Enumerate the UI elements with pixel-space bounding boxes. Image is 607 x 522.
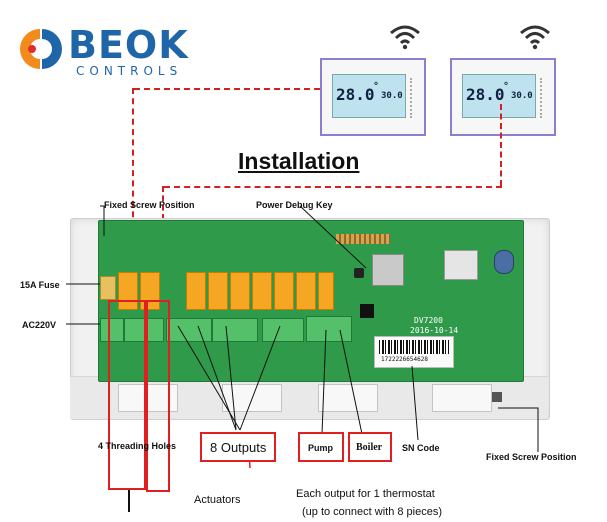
small-chip [360, 304, 374, 318]
label-fixed-screw-top: Fixed Screw Position [104, 200, 195, 210]
fuse [100, 276, 116, 300]
relay [230, 272, 250, 310]
knockout-slot [432, 384, 492, 412]
label-fuse: 15A Fuse [20, 280, 60, 290]
pump-box: Pump [298, 432, 344, 462]
terminal-block-ac [100, 318, 124, 342]
board-model: DV7200 [414, 316, 443, 325]
page-title: Installation [238, 148, 360, 174]
highlight-actuator-terminal [146, 300, 170, 492]
label-ac220v: AC220V [22, 320, 57, 330]
thermostat-unit: ° [503, 81, 510, 92]
label-sn-code: SN Code [402, 443, 440, 453]
label-each-output-line1: Each output for 1 thermostat [296, 488, 435, 500]
thermostat-temp: 28.0 [336, 85, 375, 104]
thermostat-1: 28.0 ° 30.0 [320, 58, 426, 136]
label-actuators: Actuators [194, 494, 241, 506]
thermostat2-wire-drop [162, 186, 164, 248]
highlight-ac-terminal [108, 300, 146, 490]
boiler-box: Boiler [348, 432, 392, 462]
capacitor [494, 250, 514, 274]
power-debug-button[interactable] [354, 268, 364, 278]
sn-barcode-label: 1722226654628 [374, 336, 454, 368]
logo-mark-icon [20, 29, 62, 69]
debug-header [336, 234, 390, 244]
thermostat-unit: ° [373, 81, 380, 92]
terminal-block [166, 318, 212, 342]
logo-wordmark: BEOK [68, 23, 189, 67]
wifi-icon [390, 25, 420, 50]
outputs-box: 8 Outputs [200, 432, 276, 462]
transformer [444, 250, 478, 280]
terminal-block [212, 318, 258, 342]
relay [208, 272, 228, 310]
thermostat-screen: 28.0 ° 30.0 [332, 74, 406, 118]
relay [318, 272, 334, 310]
label-pump: Pump [308, 443, 334, 453]
thermostat-buttons [410, 78, 418, 118]
board-date: 2016-10-14 [410, 326, 459, 335]
chip [372, 254, 404, 286]
screw-hole [492, 392, 502, 402]
label-power-debug-key: Power Debug Key [256, 200, 333, 210]
knockout-slot [318, 384, 378, 412]
terminal-block-pump-boiler [306, 316, 352, 342]
relay [252, 272, 272, 310]
actuator-arrow-line [128, 490, 130, 512]
relay [296, 272, 316, 310]
label-8-outputs: 8 Outputs [210, 440, 267, 455]
logo-tagline: CONTROLS [76, 64, 183, 78]
thermostat-wire-top [134, 88, 320, 90]
thermostat-setpoint: 30.0 [381, 91, 403, 101]
relay [186, 272, 206, 310]
terminal-block [262, 318, 304, 342]
thermostat-setpoint: 30.0 [511, 91, 533, 101]
label-boiler: Boiler [356, 442, 383, 453]
label-threading-holes: 4 Threading Holes [98, 441, 177, 451]
thermostat-wire-left [132, 88, 134, 248]
wifi-icon [520, 25, 550, 50]
label-each-output-line2: (up to connect with 8 pieces) [302, 506, 443, 518]
thermostat-buttons [540, 78, 548, 118]
relay [274, 272, 294, 310]
thermostat-2: 28.0 ° 30.0 [450, 58, 556, 136]
thermostat-temp: 28.0 [466, 85, 505, 104]
thermostat2-wire-across [164, 186, 502, 188]
beok-logo: BEOK CONTROLS [18, 23, 193, 78]
label-fixed-screw-right: Fixed Screw Position [486, 452, 577, 462]
thermostat2-wire-down [500, 104, 502, 186]
serial-number: 1722226654628 [381, 356, 428, 363]
barcode [379, 340, 449, 354]
thermostat-screen: 28.0 ° 30.0 [462, 74, 536, 118]
